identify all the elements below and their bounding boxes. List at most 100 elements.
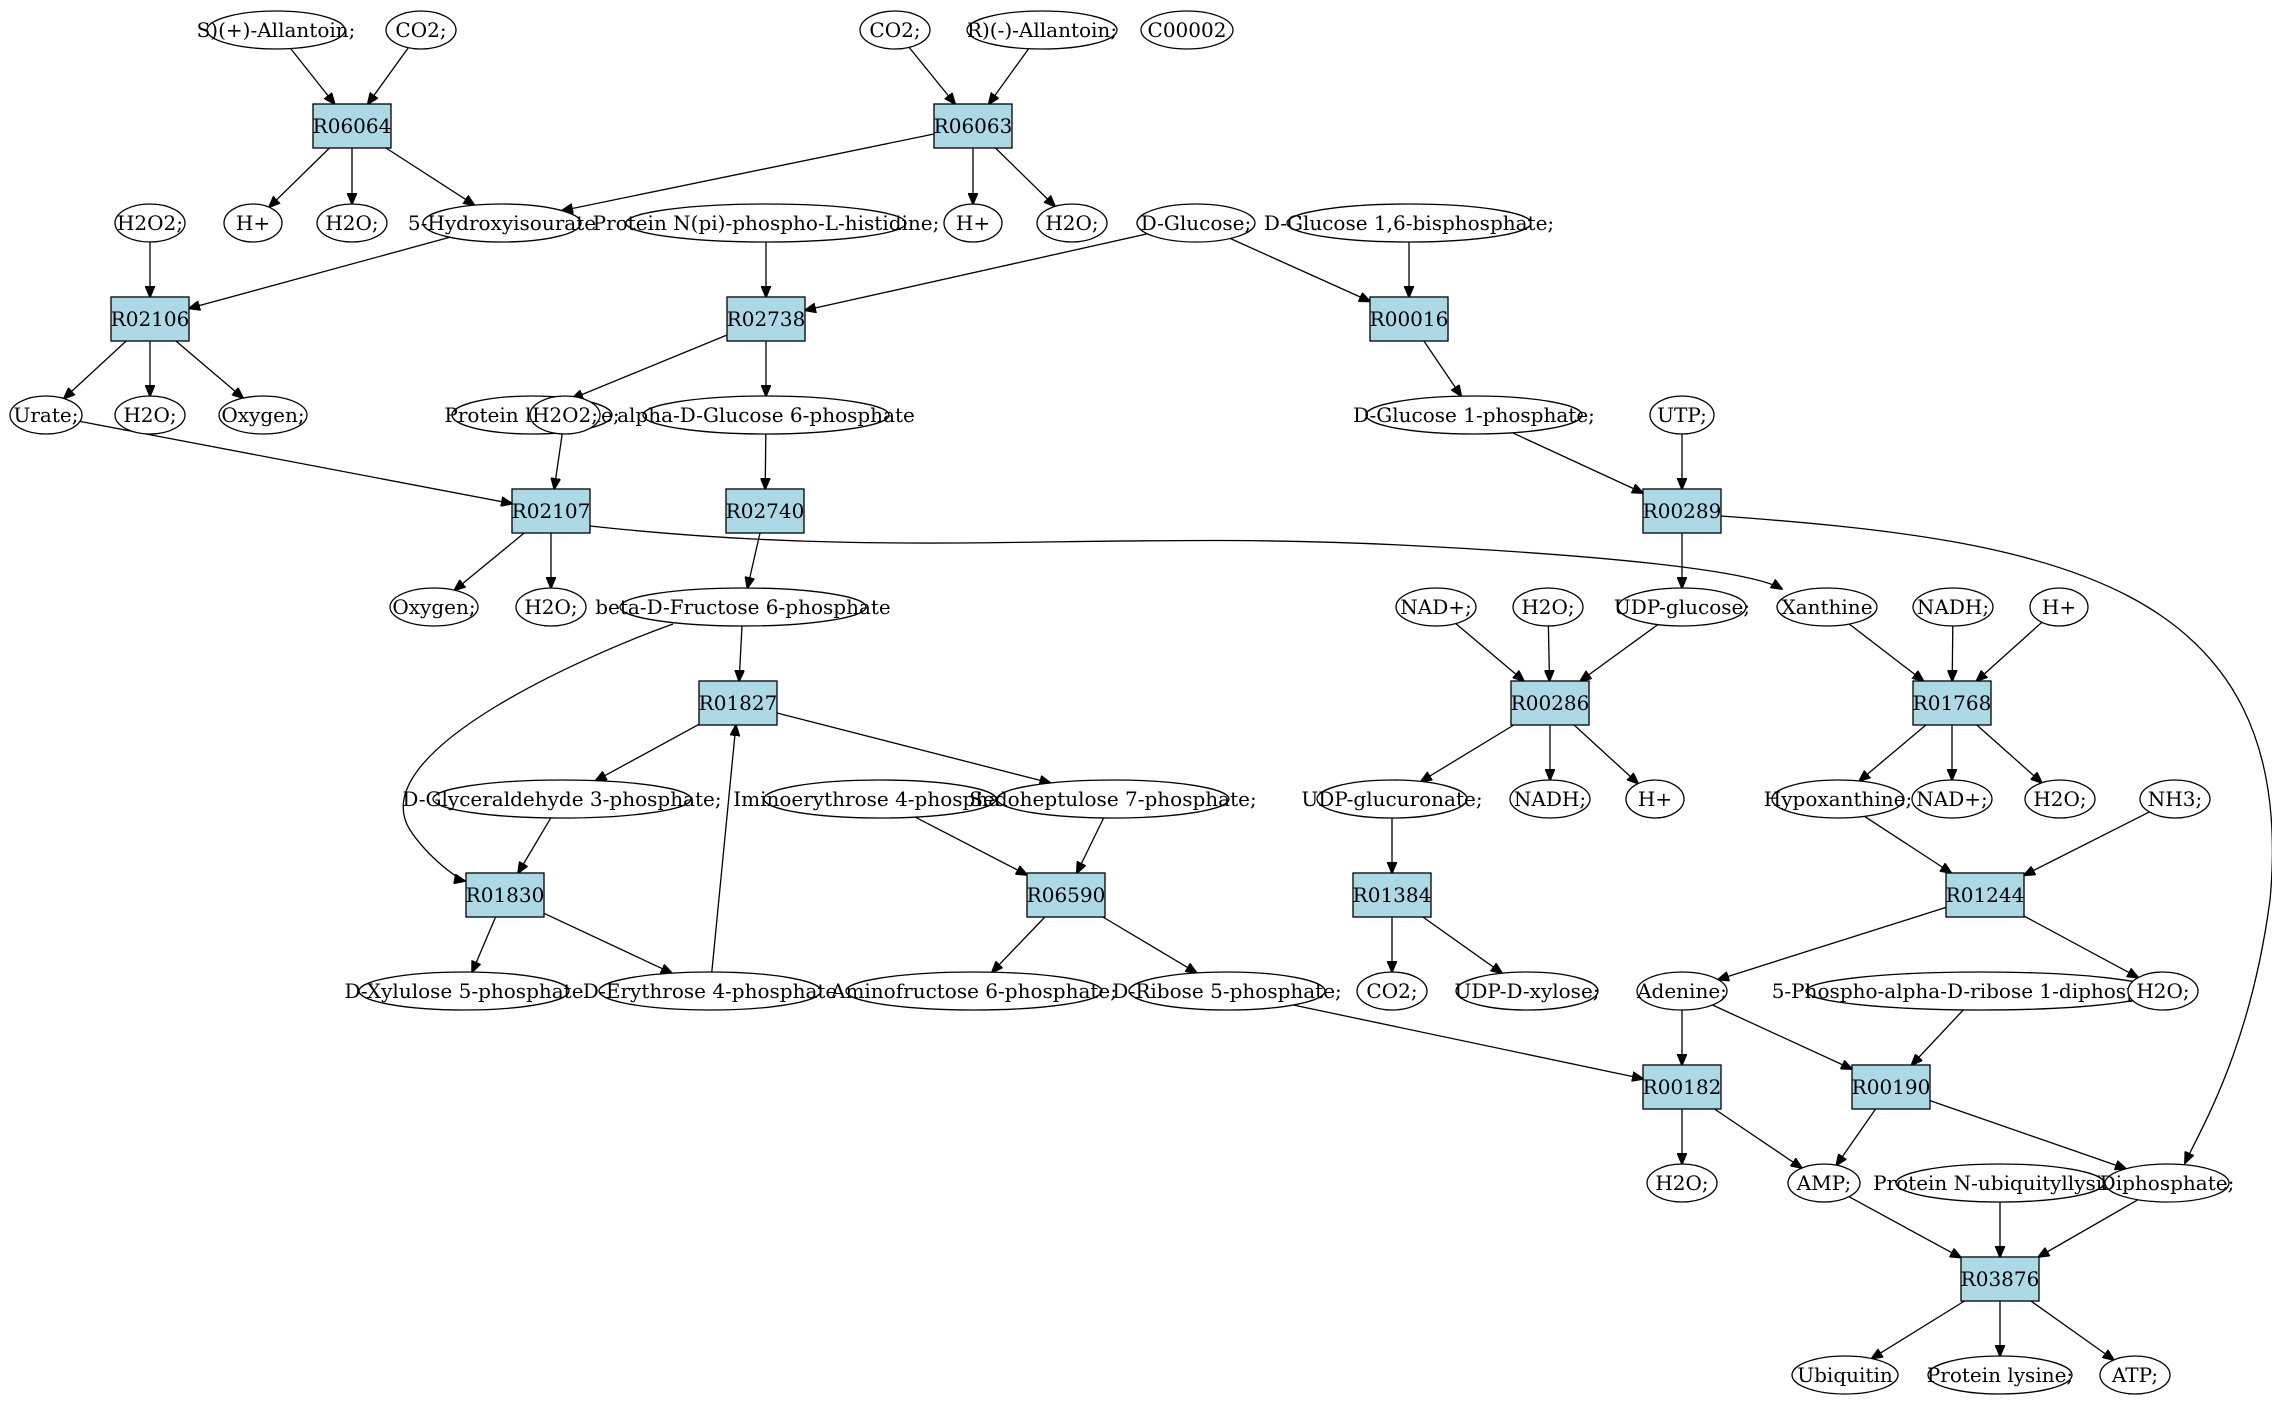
reaction-node-r02107[interactable]: R02107 [511, 488, 591, 534]
metabolite-node-iminoerythrose[interactable]: Iminoerythrose 4-phosphate; [733, 779, 1027, 819]
node-label: C00002 [1148, 18, 1227, 42]
reaction-node-r06063[interactable]: R06063 [933, 103, 1013, 149]
metabolite-node-h2o-h[interactable]: H2O; [1646, 1163, 1718, 1203]
node-label: R03876 [1961, 1267, 2040, 1291]
metabolite-node-h2o2-a[interactable]: H2O2; [114, 203, 186, 243]
metabolite-node-udp-glucose[interactable]: UDP-glucose; [1614, 587, 1750, 627]
metabolite-node-g3p[interactable]: D-Glyceraldehyde 3-phosphate; [402, 779, 722, 819]
reaction-node-r02740[interactable]: R02740 [725, 488, 805, 534]
metabolite-node-erythrose4p[interactable]: D-Erythrose 4-phosphate [583, 971, 838, 1011]
reaction-node-r00289[interactable]: R00289 [1642, 488, 1722, 534]
metabolite-node-udp-glucuronate[interactable]: UDP-glucuronate; [1301, 779, 1483, 819]
metabolite-node-sedoheptulose[interactable]: Sedoheptulose 7-phosphate; [969, 779, 1257, 819]
metabolite-node-aminofructose[interactable]: Aminofructose 6-phosphate; [830, 971, 1117, 1011]
metabolite-node-co2-c[interactable]: CO2; [1356, 971, 1428, 1011]
metabolite-node-atp[interactable]: ATP; [2099, 1355, 2171, 1395]
node-label: Oxygen; [392, 595, 475, 619]
metabolite-node-protein-ubiq[interactable]: Protein N-ubiquityllysine [1873, 1163, 2127, 1203]
metabolite-ellipse [1791, 1355, 1899, 1395]
metabolite-node-h-d[interactable]: H+ [1625, 779, 1685, 819]
metabolite-node-adenine[interactable]: Adenine; [1636, 971, 1728, 1011]
reaction-node-r02106[interactable]: R02106 [110, 296, 190, 342]
metabolite-node-xylulose5p[interactable]: D-Xylulose 5-phosphate [344, 971, 584, 1011]
metabolite-ellipse [389, 587, 479, 627]
metabolite-node-h2o-c[interactable]: H2O; [114, 395, 186, 435]
reaction-box [1851, 1064, 1931, 1110]
edge-R01244-to-adenine [1718, 906, 1947, 979]
metabolite-node-ubiquitin[interactable]: Ubiquitin [1791, 1355, 1899, 1395]
metabolite-node-udp-xylose[interactable]: UDP-D-xylose; [1454, 971, 1600, 1011]
metabolite-node-nadh-b[interactable]: NADH; [1509, 779, 1591, 819]
metabolite-node-h2o2-b[interactable]: H2O2; [529, 395, 601, 435]
node-label: R00289 [1643, 499, 1722, 523]
metabolite-node-s-allantoin[interactable]: S)(+)-Allantoin; [197, 10, 356, 50]
node-label: 5-Phospho-alpha-D-ribose 1-diphosphate; [1772, 979, 2191, 1003]
edge-R00190-to-diphosphate [1929, 1099, 2126, 1169]
metabolite-node-oxygen-a[interactable]: Oxygen; [218, 395, 308, 435]
metabolite-node-c00002[interactable]: C00002 [1140, 10, 1234, 50]
nodes-layer: S)(+)-Allantoin; CO2; CO2; R)(-)-Allantoin;… [9, 10, 2235, 1395]
edge-nadh_a-to-R01768 [1952, 625, 1953, 681]
reaction-node-r03876[interactable]: R03876 [1960, 1256, 2040, 1302]
reaction-node-r00016[interactable]: R00016 [1369, 296, 1449, 342]
metabolite-node-oxygen-b[interactable]: Oxygen; [389, 587, 479, 627]
metabolite-node-protein-lysine[interactable]: Protein lysine; [1927, 1355, 2073, 1395]
metabolite-node-alpha-g6p[interactable]: alpha-D-Glucose 6-phosphate [617, 395, 915, 435]
metabolite-node-ribose5p[interactable]: D-Ribose 5-phosphate; [1112, 971, 1342, 1011]
edge-R03876-to-ubiquitin [1872, 1300, 1965, 1359]
metabolite-node-h2o-d[interactable]: H2O; [515, 587, 587, 627]
node-label: H2O; [325, 211, 378, 235]
metabolite-node-amp[interactable]: AMP; [1787, 1163, 1861, 1203]
node-label: 5-Hydroxyisourate [408, 211, 596, 235]
metabolite-node-beta-f6p[interactable]: beta-D-Fructose 6-phosphate [595, 587, 891, 627]
metabolite-node-h-b[interactable]: H+ [943, 203, 1003, 243]
metabolite-node-urate[interactable]: Urate; [9, 395, 83, 435]
metabolite-ellipse [1128, 971, 1326, 1011]
metabolite-node-h-a[interactable]: H+ [223, 203, 283, 243]
metabolite-node-hydroxyisourate[interactable]: 5-Hydroxyisourate [408, 203, 596, 243]
metabolite-node-nad-b[interactable]: NAD+; [1911, 779, 1993, 819]
node-label: NADH; [1514, 787, 1586, 811]
metabolite-node-nh3[interactable]: NH3; [2139, 779, 2211, 819]
reaction-node-r00190[interactable]: R00190 [1851, 1064, 1931, 1110]
reaction-node-r01384[interactable]: R01384 [1352, 872, 1432, 918]
metabolite-node-h-c[interactable]: H+ [2029, 587, 2089, 627]
metabolite-node-co2-a[interactable]: CO2; [385, 10, 457, 50]
metabolite-node-nad-a[interactable]: NAD+; [1395, 587, 1477, 627]
metabolite-ellipse [1625, 779, 1685, 819]
metabolite-node-h2o-a[interactable]: H2O; [316, 203, 388, 243]
metabolite-node-h2o-g[interactable]: H2O; [2127, 971, 2199, 1011]
reaction-node-r01768[interactable]: R01768 [1912, 680, 1992, 726]
metabolite-ellipse [1912, 587, 1994, 627]
metabolite-node-r-allantoin[interactable]: R)(-)-Allantoin; [966, 10, 1118, 50]
reaction-node-r01830[interactable]: R01830 [465, 872, 545, 918]
metabolite-node-h2o-e[interactable]: H2O; [1512, 587, 1584, 627]
reaction-node-r01244[interactable]: R01244 [1945, 872, 2025, 918]
metabolite-node-protein-nphospho[interactable]: Protein N(pi)-phospho-L-histidine; [593, 203, 940, 243]
metabolite-node-d-glucose[interactable]: D-Glucose; [1136, 203, 1256, 243]
node-label: alpha-D-Glucose 6-phosphate [617, 403, 915, 427]
metabolite-node-co2-b[interactable]: CO2; [859, 10, 931, 50]
reaction-node-r00182[interactable]: R00182 [1642, 1064, 1722, 1110]
reaction-node-r06064[interactable]: R06064 [312, 103, 392, 149]
metabolite-node-utp[interactable]: UTP; [1649, 395, 1715, 435]
reaction-node-r02738[interactable]: R02738 [726, 296, 806, 342]
metabolite-node-xanthine[interactable]: Xanthine [1776, 587, 1878, 627]
reaction-box [465, 872, 545, 918]
metabolite-node-hypoxanthine[interactable]: Hypoxanthine; [1764, 779, 1912, 819]
metabolite-node-diphosphate[interactable]: Diphosphate; [2100, 1163, 2235, 1203]
edge-R00182-to-amp [1714, 1108, 1802, 1168]
edge-R02740-to-beta_f6p [747, 532, 761, 588]
metabolite-ellipse [619, 587, 867, 627]
reaction-node-r00286[interactable]: R00286 [1510, 680, 1590, 726]
reaction-node-r01827[interactable]: R01827 [698, 680, 778, 726]
edge-R02106-to-oxygen_a [175, 340, 243, 398]
reaction-node-r06590[interactable]: R06590 [1026, 872, 1106, 918]
metabolite-node-nadh-a[interactable]: NADH; [1912, 587, 1994, 627]
node-label: R01827 [699, 691, 778, 715]
metabolite-node-h2o-b[interactable]: H2O; [1036, 203, 1108, 243]
metabolite-node-d-glucose-16bp[interactable]: D-Glucose 1,6-bisphosphate; [1264, 203, 1554, 243]
metabolite-node-prpp[interactable]: 5-Phospho-alpha-D-ribose 1-diphosphate; [1772, 971, 2191, 1011]
metabolite-node-h2o-f[interactable]: H2O; [2024, 779, 2096, 819]
metabolite-node-d-glucose-1p[interactable]: D-Glucose 1-phosphate; [1353, 395, 1595, 435]
